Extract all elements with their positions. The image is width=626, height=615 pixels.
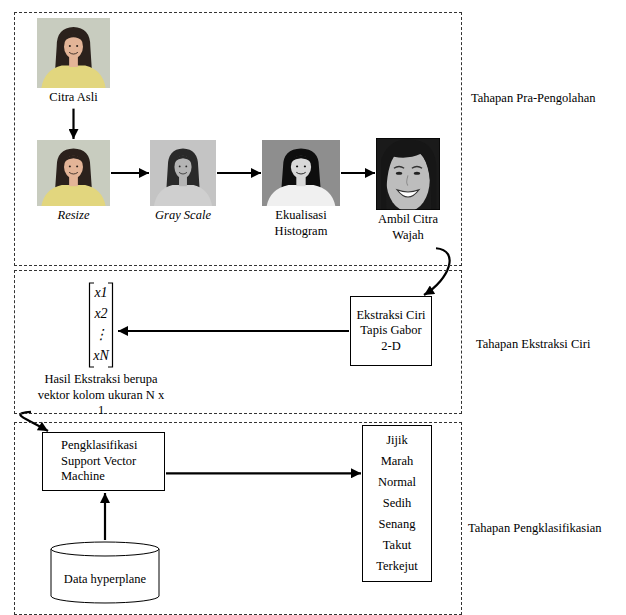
stage-panel: Tahapan Pra-PengolahanCitra AsliResizeGr… <box>14 12 462 266</box>
emotion-label: Normal <box>363 472 431 493</box>
stage-label: Tahapan Ekstraksi Ciri <box>476 337 590 353</box>
vector-caption: Hasil Ekstraksi berupa vektor kolom ukur… <box>35 372 167 419</box>
image-step: Citra Asli <box>37 18 110 88</box>
cylinder-top <box>51 542 159 556</box>
stage-panel: Tahapan Ekstraksi CiriEkstraksi Ciri Tap… <box>14 270 462 414</box>
flow-arrow <box>72 109 74 139</box>
gray-photo <box>150 140 216 206</box>
resized-photo <box>37 140 110 206</box>
vector-entry: x1 <box>88 283 114 303</box>
emotion-label: Senang <box>363 514 431 535</box>
image-caption: Gray Scale <box>155 208 211 224</box>
emotion-label: Marah <box>363 451 431 472</box>
output-class-box: JijikMarahNormalSedihSenangTakutTerkejut <box>362 425 432 582</box>
face-crop-photo <box>376 138 440 211</box>
vector-entry: x2 <box>88 304 114 324</box>
cylinder-body <box>51 549 159 603</box>
flow-arrow <box>166 472 361 474</box>
image-caption: Citra Asli <box>49 90 97 106</box>
equalized-photo <box>262 140 340 206</box>
emotion-label: Terkejut <box>363 556 431 577</box>
stage-panel: Tahapan PengklasifikasianPengklasifikasi… <box>14 422 462 615</box>
vector-entry: xN <box>88 346 114 366</box>
emotion-label: Sedih <box>363 493 431 514</box>
image-caption: Resize <box>58 208 90 224</box>
emotion-label: Takut <box>363 535 431 556</box>
database-label: Data hyperplane <box>50 572 160 588</box>
image-step: Gray Scale <box>150 140 216 206</box>
feature-vector: x1x2⋮xNHasil Ekstraksi berupa vektor kol… <box>88 282 114 368</box>
flow-arrow <box>217 172 261 174</box>
flow-arrow <box>341 172 375 174</box>
image-step: Resize <box>37 140 110 206</box>
process-box: Ekstraksi Ciri Tapis Gabor 2-D <box>350 296 432 366</box>
process-box: Pengklasifikasi Support Vector Machine <box>42 432 165 491</box>
stage-label: Tahapan Pengklasifikasian <box>468 521 601 537</box>
box-label: Pengklasifikasi Support Vector Machine <box>61 438 158 485</box>
database-cylinder: Data hyperplane <box>50 541 160 604</box>
emotion-label: Jijik <box>363 430 431 451</box>
flow-arrow <box>111 172 149 174</box>
color-photo <box>37 18 110 88</box>
image-caption: Ekualisasi Histogram <box>261 208 341 239</box>
image-step: Ekualisasi Histogram <box>262 140 340 206</box>
box-label: Ekstraksi Ciri Tapis Gabor 2-D <box>354 308 428 355</box>
flow-arrow <box>104 493 106 540</box>
flow-arrow <box>118 330 349 332</box>
image-step: Ambil Citra Wajah <box>376 138 440 210</box>
flow-arrow <box>424 248 450 295</box>
image-caption: Ambil Citra Wajah <box>366 212 450 243</box>
stage-label: Tahapan Pra-Pengolahan <box>471 91 595 107</box>
vector-entry: ⋮ <box>88 325 114 345</box>
